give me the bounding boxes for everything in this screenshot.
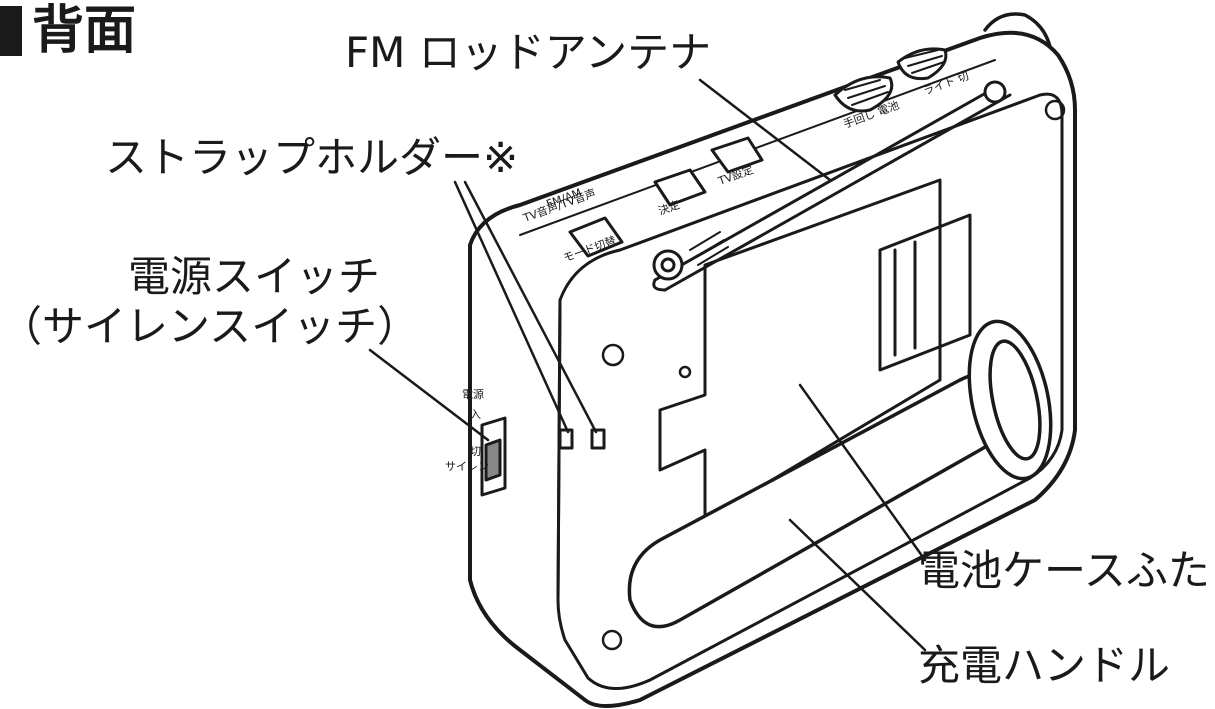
heading-text: 背面 — [32, 1, 137, 61]
page-heading: 背面 — [0, 0, 136, 62]
label-strap-holder: ストラップホルダー※ — [105, 133, 519, 182]
top-buttons — [568, 136, 764, 258]
tv-button — [710, 136, 764, 174]
leader-lines — [368, 78, 927, 652]
side-power-switch — [480, 416, 507, 497]
screw-hole-bottom — [601, 629, 623, 651]
battery-cover-latch — [878, 213, 972, 372]
label-charge-handle: 充電ハンドル — [918, 641, 1171, 690]
enter-button — [653, 168, 707, 207]
screw-hole-right — [1044, 99, 1066, 121]
device-body — [468, 30, 1077, 708]
top-dials — [833, 47, 948, 113]
label-power-switch-line1: 電源スイッチ — [128, 252, 381, 301]
marking-side-power: 電源 — [462, 387, 484, 401]
screw-hole-small — [678, 365, 692, 379]
charge-handle — [627, 319, 1053, 629]
label-fm-rod-antenna: FM ロッドアンテナ — [345, 28, 712, 77]
label-battery-cover: 電池ケースふた — [918, 546, 1210, 595]
device-side-edge — [556, 298, 562, 602]
leader-power — [368, 348, 490, 442]
device-front-face — [556, 92, 1064, 690]
heading-marker — [0, 6, 22, 56]
marking-side-siren: サイレン — [445, 460, 489, 473]
marking-side-on: 入 — [470, 408, 481, 421]
leader-battery — [798, 383, 927, 562]
leader-handle — [788, 518, 927, 652]
leader-antenna — [698, 78, 832, 182]
battery-cover — [658, 178, 942, 522]
top-face-edge — [519, 59, 996, 236]
leader-strap-1 — [453, 180, 570, 434]
label-power-switch-line2: （サイレンスイッチ） — [0, 302, 420, 351]
mode-button — [568, 216, 624, 258]
marking-side-off: 切 — [470, 445, 481, 458]
leader-strap-2 — [463, 180, 598, 434]
screw-hole-left — [601, 343, 625, 367]
